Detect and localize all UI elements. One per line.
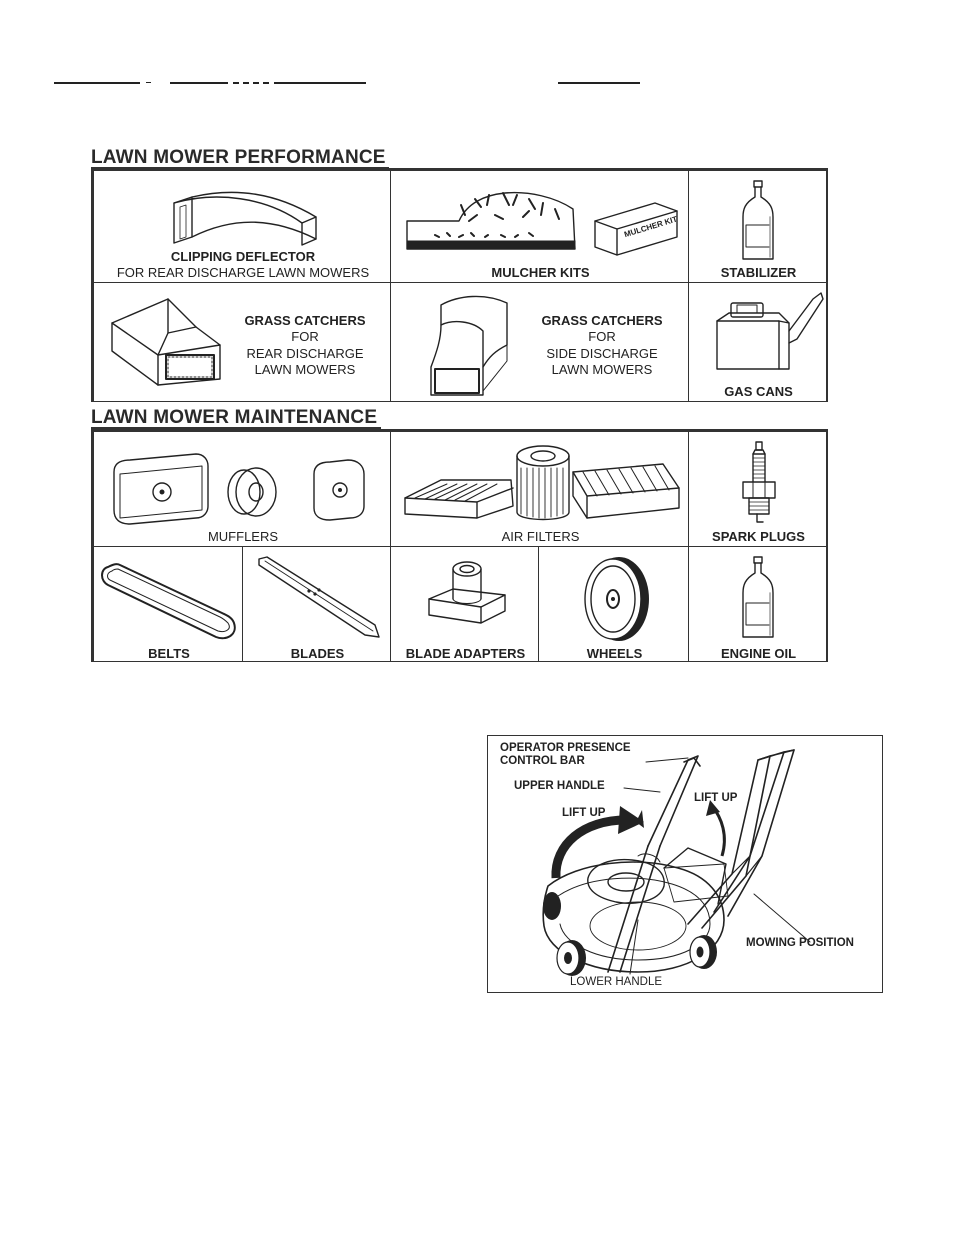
cell-mufflers: MUFFLERS bbox=[93, 431, 391, 547]
header-rule-3 bbox=[170, 82, 228, 84]
spark-plugs-name: SPARK PLUGS bbox=[712, 529, 805, 544]
belt-illustration bbox=[101, 563, 236, 640]
operator-presence-label-1: OPERATOR PRESENCE bbox=[500, 742, 631, 754]
air-filters-name: AIR FILTERS bbox=[501, 529, 580, 544]
clipping-deflector-illustration bbox=[173, 191, 317, 246]
cell-blade-adapters: BLADE ADAPTERS bbox=[390, 546, 539, 662]
blades-name: BLADES bbox=[290, 646, 345, 661]
cell-clipping-deflector: CLIPPING DEFLECTOR FOR REAR DISCHARGE LA… bbox=[93, 170, 391, 283]
lower-handle-label: LOWER HANDLE bbox=[570, 976, 663, 988]
blade-illustration bbox=[258, 556, 380, 638]
cell-wheels: WHEELS bbox=[538, 546, 689, 662]
blade-adapters-name: BLADE ADAPTERS bbox=[405, 646, 526, 661]
header-rule-5 bbox=[274, 82, 366, 84]
cell-stabilizer: STABILIZER bbox=[688, 170, 827, 283]
maintenance-title-underline bbox=[91, 427, 381, 429]
stabilizer-bottle-illustration bbox=[742, 180, 774, 260]
belts-name: BELTS bbox=[148, 646, 190, 661]
grass-catchers-rear-line1: FOR bbox=[291, 329, 319, 344]
maintenance-title: LAWN MOWER MAINTENANCE bbox=[91, 407, 378, 428]
cell-gas-cans: GAS CANS bbox=[688, 282, 827, 402]
grass-catchers-side-line3: LAWN MOWERS bbox=[551, 362, 653, 377]
header-rule-6 bbox=[558, 82, 640, 84]
header-rule-2 bbox=[146, 82, 151, 83]
lawn-mower-handle-illustration bbox=[542, 749, 811, 976]
mulcher-kits-illustration: MULCHER KIT bbox=[406, 191, 679, 256]
cell-grass-catchers-side: GRASS CATCHERS FOR SIDE DISCHARGE LAWN M… bbox=[390, 282, 689, 402]
cell-air-filters: AIR FILTERS bbox=[390, 431, 689, 547]
performance-grid: CLIPPING DEFLECTOR FOR REAR DISCHARGE LA… bbox=[91, 168, 828, 402]
clipping-deflector-note: FOR REAR DISCHARGE LAWN MOWERS bbox=[116, 265, 370, 280]
wheels-name: WHEELS bbox=[586, 646, 643, 661]
mowing-position-label: MOWING POSITION bbox=[746, 937, 854, 949]
grass-catchers-rear-line3: LAWN MOWERS bbox=[254, 362, 356, 377]
gas-cans-name: GAS CANS bbox=[724, 384, 793, 399]
operator-presence-label-2: CONTROL BAR bbox=[500, 755, 585, 767]
performance-title: LAWN MOWER PERFORMANCE bbox=[91, 147, 386, 168]
grass-catchers-side-line1: FOR bbox=[588, 329, 616, 344]
mufflers-name: MUFFLERS bbox=[207, 529, 279, 544]
cell-engine-oil: ENGINE OIL bbox=[688, 546, 827, 662]
mufflers-illustration bbox=[113, 453, 365, 525]
wheel-illustration bbox=[584, 557, 649, 641]
mulcher-kits-name: MULCHER KITS bbox=[491, 265, 590, 280]
spark-plug-illustration bbox=[742, 441, 776, 523]
upper-handle-label: UPPER HANDLE bbox=[514, 780, 605, 792]
grass-catchers-rear-line2: REAR DISCHARGE bbox=[246, 346, 364, 361]
cell-spark-plugs: SPARK PLUGS bbox=[688, 431, 827, 547]
blade-adapter-illustration bbox=[428, 561, 506, 624]
grass-catchers-rear-name: GRASS CATCHERS bbox=[244, 313, 366, 328]
lift-up-right-label: LIFT UP bbox=[694, 792, 738, 804]
header-rule-1 bbox=[54, 82, 140, 84]
grass-catcher-rear-illustration bbox=[111, 298, 221, 386]
handle-figure: OPERATOR PRESENCE CONTROL BAR UPPER HAND… bbox=[487, 735, 883, 993]
lift-up-left-label: LIFT UP bbox=[562, 807, 606, 819]
maintenance-grid: MUFFLERS AIR FILTERS bbox=[91, 429, 828, 662]
engine-oil-bottle-illustration bbox=[742, 556, 774, 638]
cell-mulcher-kits: MULCHER KIT MULCHER KITS bbox=[390, 170, 689, 283]
header-rule-4 bbox=[233, 82, 269, 84]
clipping-deflector-name: CLIPPING DEFLECTOR bbox=[170, 249, 316, 264]
grass-catchers-side-name: GRASS CATCHERS bbox=[541, 313, 663, 328]
grass-catcher-side-illustration bbox=[430, 295, 508, 396]
cell-grass-catchers-rear: GRASS CATCHERS FOR REAR DISCHARGE LAWN M… bbox=[93, 282, 391, 402]
air-filters-illustration bbox=[404, 445, 680, 521]
gas-can-illustration bbox=[716, 292, 824, 370]
stabilizer-name: STABILIZER bbox=[720, 265, 797, 280]
engine-oil-name: ENGINE OIL bbox=[720, 646, 797, 661]
cell-belts: BELTS bbox=[93, 546, 243, 662]
grass-catchers-side-line2: SIDE DISCHARGE bbox=[546, 346, 658, 361]
cell-blades: BLADES bbox=[242, 546, 391, 662]
